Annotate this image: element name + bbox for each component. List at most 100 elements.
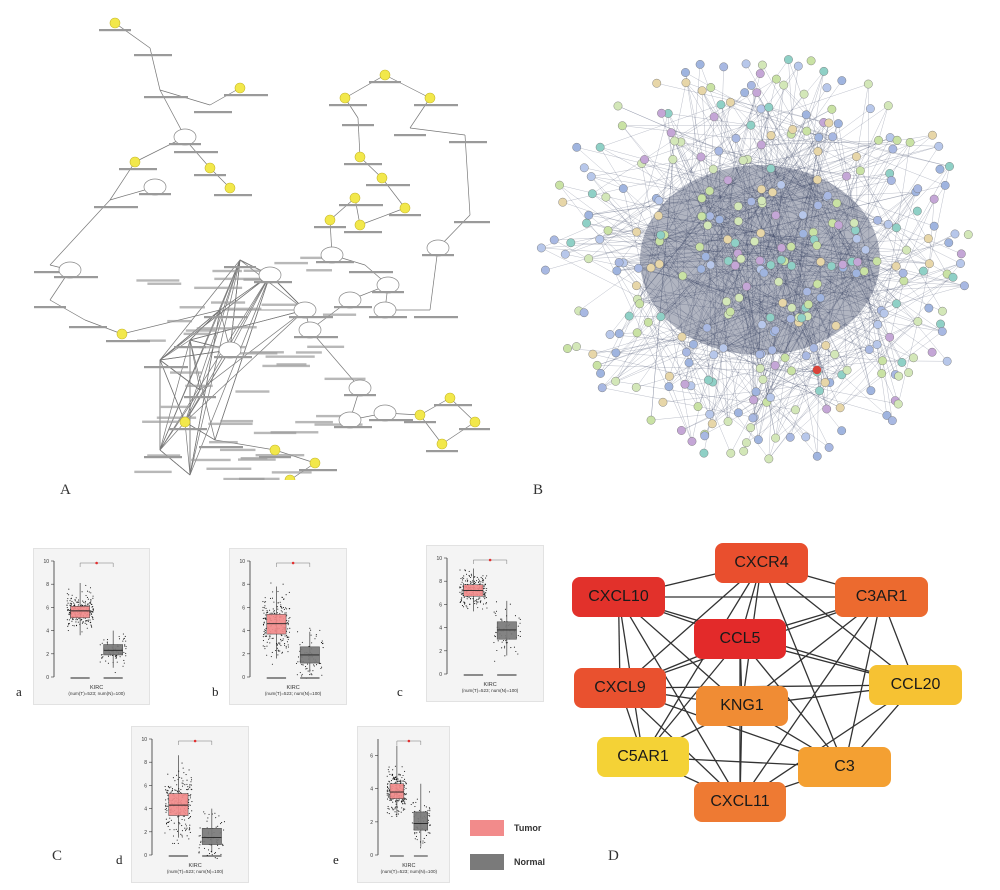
data-point bbox=[184, 827, 186, 829]
data-point bbox=[485, 603, 487, 605]
data-point bbox=[207, 817, 209, 819]
data-point bbox=[278, 650, 280, 652]
data-point bbox=[165, 805, 167, 807]
data-point bbox=[270, 582, 272, 584]
ppi-node bbox=[814, 133, 824, 142]
ppi-node bbox=[707, 419, 717, 429]
data-point bbox=[404, 801, 406, 803]
ppi-node bbox=[681, 68, 690, 77]
network-node-highlighted bbox=[436, 438, 448, 450]
data-point bbox=[403, 808, 405, 810]
legend-label-tumor: Tumor bbox=[514, 823, 542, 833]
node-label-mark bbox=[223, 477, 265, 481]
data-point bbox=[119, 656, 121, 658]
ppi-node bbox=[643, 317, 653, 327]
ppi-node bbox=[905, 138, 915, 147]
data-point bbox=[483, 592, 485, 595]
data-point bbox=[476, 598, 478, 600]
ppi-node bbox=[770, 325, 780, 335]
y-tick-label: 4 bbox=[370, 787, 373, 793]
ppi-node bbox=[755, 69, 765, 79]
node-label-mark bbox=[156, 416, 197, 419]
data-point bbox=[265, 601, 267, 603]
data-point bbox=[288, 620, 290, 622]
data-point bbox=[86, 623, 88, 625]
node-label-mark bbox=[253, 431, 297, 435]
node-label-mark bbox=[139, 193, 171, 196]
data-point bbox=[414, 838, 416, 840]
data-point bbox=[180, 789, 182, 791]
data-point bbox=[482, 581, 484, 583]
panel-label-b: B bbox=[533, 482, 544, 498]
ppi-node bbox=[677, 426, 686, 435]
data-point bbox=[504, 645, 506, 647]
data-point bbox=[216, 857, 218, 860]
ppi-node bbox=[936, 319, 945, 329]
node-label-mark bbox=[185, 329, 216, 332]
data-point bbox=[402, 799, 404, 801]
data-point bbox=[287, 646, 290, 648]
data-point bbox=[281, 635, 283, 637]
data-point bbox=[461, 581, 463, 583]
data-point bbox=[277, 608, 279, 610]
network-edge bbox=[229, 274, 271, 351]
y-tick-label: 10 bbox=[43, 559, 49, 565]
ppi-node bbox=[786, 242, 796, 252]
data-point bbox=[68, 594, 70, 596]
node-label-mark bbox=[449, 141, 487, 144]
data-point bbox=[77, 601, 79, 603]
node-label-mark bbox=[137, 339, 166, 342]
data-point bbox=[398, 780, 401, 782]
data-point bbox=[424, 830, 426, 832]
data-point bbox=[188, 804, 190, 806]
y-tick-label: 10 bbox=[436, 556, 442, 562]
boxplot-legend: Tumor Normal bbox=[470, 820, 545, 888]
data-point bbox=[188, 827, 191, 829]
data-point bbox=[84, 602, 86, 604]
data-point bbox=[469, 603, 471, 605]
data-point bbox=[191, 789, 193, 791]
ppi-node bbox=[705, 409, 715, 419]
data-point bbox=[264, 605, 266, 607]
network-node-highlighted bbox=[109, 17, 121, 29]
ppi-node bbox=[736, 254, 746, 264]
ppi-node bbox=[849, 218, 859, 228]
data-point bbox=[181, 782, 183, 784]
ppi-node bbox=[866, 386, 876, 396]
data-point bbox=[388, 796, 390, 798]
node-label-mark bbox=[224, 266, 256, 269]
data-point bbox=[66, 619, 68, 621]
data-point bbox=[69, 600, 71, 602]
data-point bbox=[200, 841, 202, 843]
data-point bbox=[483, 585, 486, 587]
data-point bbox=[481, 577, 483, 580]
ppi-node bbox=[742, 282, 752, 291]
network-node-highlighted bbox=[309, 457, 321, 469]
ppi-node bbox=[738, 155, 748, 165]
network-node-highlighted bbox=[469, 416, 481, 428]
ppi-node bbox=[723, 256, 733, 266]
y-tick-label: 2 bbox=[370, 820, 373, 826]
ppi-node bbox=[893, 399, 903, 409]
data-point bbox=[81, 622, 83, 624]
data-point bbox=[283, 598, 285, 600]
node-label-mark bbox=[454, 221, 498, 224]
data-point bbox=[387, 807, 389, 810]
ppi-node bbox=[830, 350, 840, 359]
data-point bbox=[181, 785, 184, 787]
data-point bbox=[199, 835, 201, 837]
y-tick-label: 6 bbox=[242, 605, 245, 611]
data-point bbox=[398, 810, 400, 813]
data-point bbox=[394, 807, 396, 809]
panel-label-a: A bbox=[60, 482, 71, 498]
network-node-highlighted bbox=[354, 219, 366, 231]
data-point bbox=[214, 857, 216, 859]
data-point bbox=[404, 803, 406, 805]
ppi-node bbox=[877, 369, 887, 378]
data-point bbox=[66, 593, 68, 595]
network-node bbox=[373, 301, 397, 319]
data-point bbox=[122, 633, 124, 635]
data-point bbox=[176, 774, 178, 776]
ppi-node bbox=[919, 266, 928, 276]
